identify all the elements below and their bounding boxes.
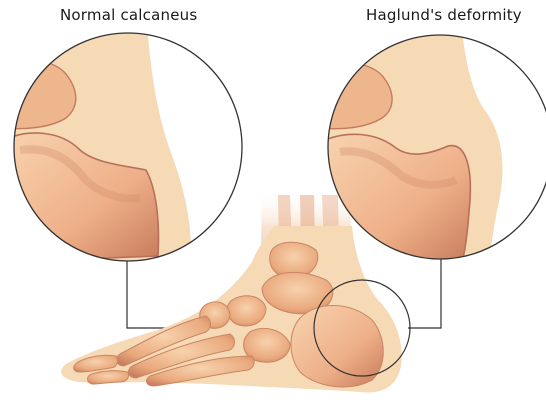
zoom-normal-calcaneus — [0, 0, 242, 270]
leader-line-right — [408, 259, 441, 328]
zoom-haglunds-deformity — [320, 0, 546, 270]
